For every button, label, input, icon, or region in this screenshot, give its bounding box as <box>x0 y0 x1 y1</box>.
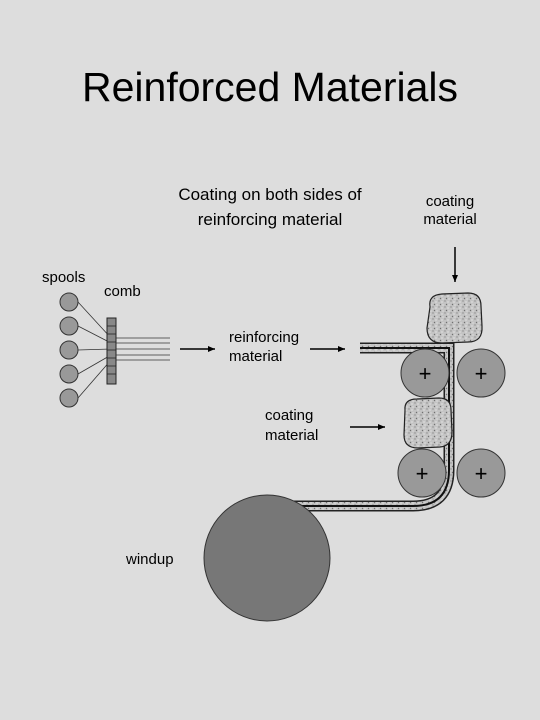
roller-upper-left <box>400 348 450 398</box>
roller-lower-left <box>397 448 447 498</box>
spools <box>59 292 79 408</box>
spool <box>59 364 79 384</box>
reinforcing-label-2: material <box>229 348 282 365</box>
coating-mid-label-1: coating <box>265 407 313 424</box>
roller-upper-right-plus: + <box>475 361 488 386</box>
comb-teeth <box>107 325 116 375</box>
comb-label: comb <box>104 283 141 300</box>
roller-lower-right-plus: + <box>475 461 488 486</box>
spool <box>59 316 79 336</box>
web-center-line <box>270 347 450 507</box>
reinforcing-label-1: reinforcing <box>229 329 299 346</box>
spool <box>59 388 79 408</box>
comb <box>106 317 117 385</box>
caption-line-2: reinforcing material <box>198 210 343 229</box>
spool <box>59 292 79 312</box>
windup-label: windup <box>125 551 174 568</box>
spools-label: spools <box>42 269 85 286</box>
coating-mid-label-2: material <box>265 427 318 444</box>
roller-upper-left-plus: + <box>419 361 432 386</box>
roller-upper-right <box>456 348 506 398</box>
windup-roll <box>203 494 331 622</box>
roller-lower-left-plus: + <box>416 461 429 486</box>
coating-blob-middle <box>403 397 453 449</box>
coating-blob-top <box>426 292 483 344</box>
roller-lower-right <box>456 448 506 498</box>
caption-line-1: Coating on both sides of <box>178 185 362 204</box>
parallel-threads <box>116 337 170 361</box>
spool-threads <box>77 301 112 399</box>
page-title: Reinforced Materials <box>82 64 458 110</box>
coating-top-label-2: material <box>423 211 476 228</box>
spool <box>59 340 79 360</box>
coating-top-label-1: coating <box>426 193 474 210</box>
